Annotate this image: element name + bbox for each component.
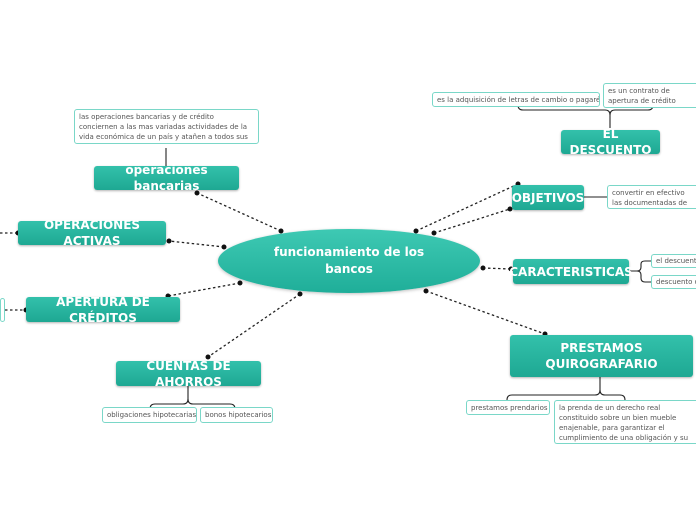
node-label: APERTURA DE CRÉDITOS bbox=[56, 294, 150, 325]
note-text: descuento d bbox=[656, 278, 696, 286]
node-apertura-creditos[interactable]: APERTURA DE CRÉDITOS bbox=[26, 295, 180, 325]
node-label: EL DESCUENTO bbox=[569, 127, 652, 157]
node-label: PRESTAMOS QUIROGRAFARIO bbox=[545, 341, 658, 371]
note-text: prestamos prendarios bbox=[471, 403, 548, 412]
note-text: el descuento bbox=[656, 257, 696, 265]
note-text: las operaciones bancarias y de crédito c… bbox=[79, 113, 248, 141]
note-caracteristica-2[interactable]: descuento d bbox=[651, 275, 696, 289]
node-objetivos[interactable]: OBJETIVOS bbox=[512, 185, 584, 210]
node-cuentas-ahorros[interactable]: CUENTAS DE AHORROS bbox=[116, 359, 261, 389]
central-topic-label: funcionamiento de los bancos bbox=[273, 245, 425, 276]
node-operaciones-activas[interactable]: OPERACIONES ACTIVAS bbox=[18, 218, 166, 248]
node-operaciones-bancarias[interactable]: operaciones bancarias bbox=[94, 163, 239, 193]
note-bonos-hipotecarios[interactable]: bonos hipotecarios bbox=[200, 407, 273, 423]
note-prenda-derecho-real[interactable]: la prenda de un derecho real constituido… bbox=[554, 400, 696, 444]
node-label: operaciones bancarias bbox=[125, 163, 208, 193]
node-label: OBJETIVOS bbox=[511, 190, 585, 205]
note-adquisicion-letras[interactable]: es la adquisición de letras de cambio o … bbox=[432, 92, 600, 107]
note-text: es un contrato de apertura de crédito ac… bbox=[608, 87, 676, 105]
note-obligaciones-hipotecarias[interactable]: obligaciones hipotecarias bbox=[102, 407, 197, 423]
node-el-descuento[interactable]: EL DESCUENTO bbox=[561, 127, 660, 157]
note-prestamos-prendarios[interactable]: prestamos prendarios bbox=[466, 400, 550, 415]
note-apertura-stub[interactable] bbox=[0, 298, 5, 322]
node-label: OPERACIONES ACTIVAS bbox=[43, 218, 141, 248]
note-text: la prenda de un derecho real constituido… bbox=[559, 404, 689, 442]
note-text: bonos hipotecarios bbox=[205, 411, 272, 419]
note-operaciones-bancarias[interactable]: las operaciones bancarias y de crédito c… bbox=[74, 109, 259, 144]
node-label: CUENTAS DE AHORROS bbox=[146, 358, 231, 389]
central-topic[interactable]: funcionamiento de los bancos bbox=[218, 229, 480, 293]
node-label: CARACTERISTICAS bbox=[509, 264, 633, 279]
note-text: obligaciones hipotecarias bbox=[107, 411, 197, 419]
node-caracteristicas[interactable]: CARACTERISTICAS bbox=[509, 259, 633, 284]
note-contrato-apertura[interactable]: es un contrato de apertura de crédito ac… bbox=[603, 83, 696, 108]
note-objetivos[interactable]: convertir en efectivo las documentadas d… bbox=[607, 185, 696, 209]
note-caracteristica-1[interactable]: el descuento bbox=[651, 254, 696, 268]
node-prestamos-quirografario[interactable]: PRESTAMOS QUIROGRAFARIO bbox=[510, 335, 693, 377]
note-text: es la adquisición de letras de cambio o … bbox=[437, 95, 600, 104]
note-text: convertir en efectivo las documentadas d… bbox=[612, 189, 688, 207]
